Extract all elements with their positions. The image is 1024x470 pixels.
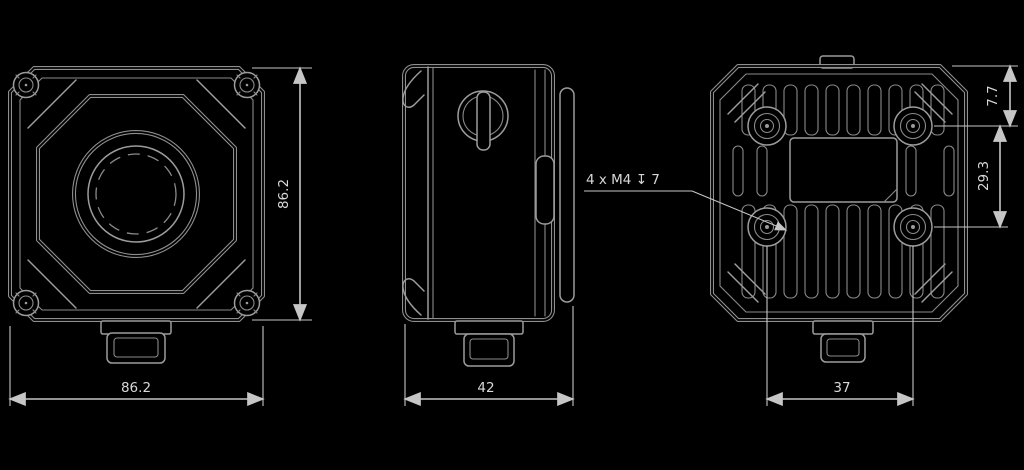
dim-text-front-height: 86.2	[276, 179, 292, 209]
lens-mid-ring	[87, 145, 185, 243]
adjustment-knob	[457, 90, 509, 151]
front-corner-screws	[12, 71, 261, 317]
lens	[72, 130, 200, 258]
dimension-side-depth: 42	[403, 306, 575, 407]
back-inner-wall	[719, 73, 959, 313]
lens-outer-ring	[73, 131, 199, 257]
mounting-boss-icon	[747, 106, 787, 146]
mounting-boss-icon	[893, 207, 933, 247]
dim-text-back-hole-spacing-h: 37	[833, 380, 850, 396]
screw-icon	[233, 289, 261, 317]
side-bottom-clip	[402, 278, 425, 316]
thread-callout: 4 x M4 ↧ 7	[584, 172, 788, 231]
side-view	[402, 64, 575, 367]
screw-icon	[12, 71, 40, 99]
back-connector	[812, 320, 874, 363]
knob-slot	[476, 91, 491, 151]
screw-icon	[12, 289, 40, 317]
side-top-clip	[402, 70, 425, 108]
thread-callout-text: 4 x M4 ↧ 7	[586, 172, 660, 188]
back-label-recess	[789, 137, 898, 203]
dim-text-front-width: 86.2	[121, 380, 151, 396]
screw-icon	[233, 71, 261, 99]
mounting-boss-icon	[747, 207, 787, 247]
side-latch	[535, 155, 555, 225]
side-fin-strip	[559, 87, 575, 303]
heatsink-fins	[732, 84, 955, 299]
dim-text-back-hole-top-offset: 7.7	[985, 85, 1001, 106]
leader-line	[691, 190, 788, 231]
dim-text-back-hole-spacing-v: 29.3	[976, 161, 992, 191]
dimension-back-hole-top-offset: 7.7	[952, 64, 1018, 128]
front-corner-chamfers	[27, 79, 246, 309]
dimension-back-hole-spacing-h: 37	[765, 246, 915, 407]
back-corner-braces	[727, 83, 953, 303]
side-connector	[454, 320, 524, 367]
dimension-front-width: 86.2	[8, 326, 265, 407]
dimension-front-height: 86.2	[252, 66, 312, 322]
front-connector	[100, 320, 172, 364]
dim-text-side-depth: 42	[477, 380, 494, 396]
lens-inner-ring	[95, 153, 177, 235]
front-view	[8, 66, 265, 364]
mounting-boss-icon	[893, 106, 933, 146]
